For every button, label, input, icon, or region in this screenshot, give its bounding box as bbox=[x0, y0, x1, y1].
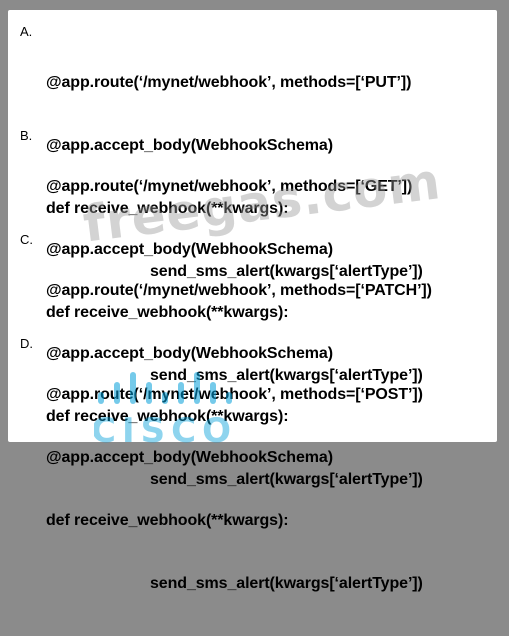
code-line: send_sms_alert(kwargs[‘alertType’]) bbox=[150, 263, 423, 280]
code-line: @app.accept_body(WebhookSchema) bbox=[46, 137, 333, 154]
question-panel: A. @app.route(‘/mynet/webhook’, methods=… bbox=[8, 10, 497, 592]
code-line: @app.route(‘/mynet/webhook’, methods=[‘P… bbox=[46, 282, 432, 299]
code-line: @app.route(‘/mynet/webhook’, methods=[‘P… bbox=[46, 74, 412, 91]
option-letter: A. bbox=[20, 24, 33, 39]
code-line: @app.route(‘/mynet/webhook’, methods=[‘P… bbox=[46, 386, 423, 403]
code-line: @app.accept_body(WebhookSchema) bbox=[46, 241, 333, 258]
code-block: @app.route(‘/mynet/webhook’, methods=[‘G… bbox=[46, 134, 423, 428]
code-block: @app.route(‘/mynet/webhook’, methods=[‘P… bbox=[46, 30, 423, 324]
code-line: send_sms_alert(kwargs[‘alertType’]) bbox=[150, 367, 423, 384]
code-block: @app.route(‘/mynet/webhook’, methods=[‘P… bbox=[46, 342, 423, 636]
code-line: @app.accept_body(WebhookSchema) bbox=[46, 345, 333, 362]
code-line: def receive_webhook(**kwargs): bbox=[46, 200, 289, 217]
option-letter: D. bbox=[20, 336, 33, 351]
code-line: def receive_webhook(**kwargs): bbox=[46, 512, 289, 529]
code-line: def receive_webhook(**kwargs): bbox=[46, 408, 289, 425]
code-line: @app.accept_body(WebhookSchema) bbox=[46, 449, 333, 466]
option-letter: C. bbox=[20, 232, 33, 247]
code-line: send_sms_alert(kwargs[‘alertType’]) bbox=[150, 575, 423, 592]
option-letter: B. bbox=[20, 128, 33, 143]
code-line: @app.route(‘/mynet/webhook’, methods=[‘G… bbox=[46, 178, 413, 195]
code-line: def receive_webhook(**kwargs): bbox=[46, 304, 289, 321]
